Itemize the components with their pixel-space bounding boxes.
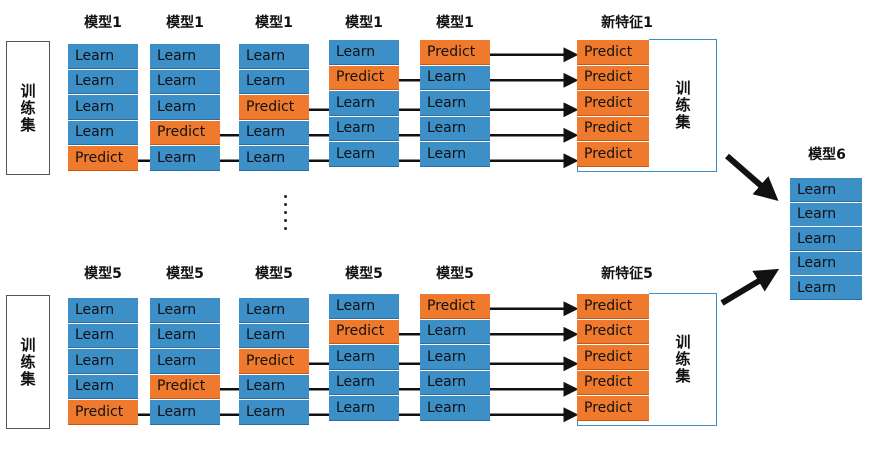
bottom-model-header: 模型5 bbox=[166, 266, 204, 282]
learn-cell: Learn bbox=[329, 344, 399, 370]
learn-cell: Learn bbox=[68, 373, 138, 399]
learn-cell: Learn bbox=[239, 322, 309, 348]
learn-cell: Learn bbox=[68, 322, 138, 348]
predict-cell: Predict bbox=[68, 145, 138, 171]
feature-predict-cell: Predict bbox=[577, 344, 649, 370]
model6-learn-cell: Learn bbox=[790, 177, 862, 202]
predict-cell: Predict bbox=[150, 373, 220, 399]
bottom-training-set-label: 训练集 bbox=[20, 335, 36, 388]
model6-header: 模型6 bbox=[808, 147, 846, 163]
model6-learn-cell: Learn bbox=[790, 275, 862, 300]
feature-predict-cell: Predict bbox=[577, 90, 649, 116]
learn-cell: Learn bbox=[420, 369, 490, 395]
top-training-set-label: 训练集 bbox=[20, 81, 36, 134]
predict-cell: Predict bbox=[239, 94, 309, 120]
learn-cell: Learn bbox=[150, 145, 220, 171]
feature-predict-cell: Predict bbox=[577, 395, 649, 421]
learn-cell: Learn bbox=[150, 322, 220, 348]
learn-cell: Learn bbox=[420, 141, 490, 167]
learn-cell: Learn bbox=[150, 43, 220, 69]
bottom-training-set-box: 训练集 bbox=[6, 295, 50, 429]
predict-cell: Predict bbox=[239, 348, 309, 374]
learn-cell: Learn bbox=[68, 297, 138, 323]
learn-cell: Learn bbox=[239, 43, 309, 69]
feature-predict-cell: Predict bbox=[577, 369, 649, 395]
top-model-header: 模型1 bbox=[166, 15, 204, 31]
learn-cell: Learn bbox=[420, 64, 490, 90]
bottom-model-header: 模型5 bbox=[436, 266, 474, 282]
learn-cell: Learn bbox=[150, 68, 220, 94]
top-feature-training-set-label: 训练集 bbox=[675, 79, 691, 131]
ellipsis-dots bbox=[283, 195, 289, 235]
feature-predict-cell: Predict bbox=[577, 64, 649, 90]
learn-cell: Learn bbox=[68, 119, 138, 145]
learn-cell: Learn bbox=[150, 297, 220, 323]
bottom-model-header: 模型5 bbox=[345, 266, 383, 282]
learn-cell: Learn bbox=[239, 119, 309, 145]
feature-predict-cell: Predict bbox=[577, 318, 649, 344]
learn-cell: Learn bbox=[239, 297, 309, 323]
predict-cell: Predict bbox=[420, 293, 490, 319]
learn-cell: Learn bbox=[420, 344, 490, 370]
learn-cell: Learn bbox=[329, 293, 399, 319]
learn-cell: Learn bbox=[329, 115, 399, 141]
bottom-feature-header: 新特征5 bbox=[601, 266, 653, 282]
predict-cell: Predict bbox=[150, 119, 220, 145]
arrow-to-model6-bottom bbox=[720, 268, 780, 306]
bottom-feature-training-set-label: 训练集 bbox=[675, 333, 691, 385]
top-model-header: 模型1 bbox=[84, 15, 122, 31]
learn-cell: Learn bbox=[420, 318, 490, 344]
learn-cell: Learn bbox=[329, 369, 399, 395]
model6-learn-cell: Learn bbox=[790, 201, 862, 227]
learn-cell: Learn bbox=[68, 43, 138, 69]
arrow-to-model6-top bbox=[725, 153, 779, 201]
predict-cell: Predict bbox=[329, 64, 399, 90]
top-model-header: 模型1 bbox=[436, 15, 474, 31]
bottom-model-header: 模型5 bbox=[255, 266, 293, 282]
bottom-model-header: 模型5 bbox=[84, 266, 122, 282]
learn-cell: Learn bbox=[68, 68, 138, 94]
predict-cell: Predict bbox=[329, 318, 399, 344]
model6-learn-cell: Learn bbox=[790, 226, 862, 251]
learn-cell: Learn bbox=[239, 373, 309, 399]
model6-learn-cell: Learn bbox=[790, 250, 862, 276]
learn-cell: Learn bbox=[420, 115, 490, 141]
feature-predict-cell: Predict bbox=[577, 39, 649, 65]
feature-predict-cell: Predict bbox=[577, 115, 649, 141]
predict-cell: Predict bbox=[68, 399, 138, 425]
top-model-header: 模型1 bbox=[255, 15, 293, 31]
top-model-header: 模型1 bbox=[345, 15, 383, 31]
learn-cell: Learn bbox=[329, 39, 399, 65]
top-training-set-box: 训练集 bbox=[6, 41, 50, 175]
learn-cell: Learn bbox=[68, 348, 138, 374]
learn-cell: Learn bbox=[329, 395, 399, 421]
feature-predict-cell: Predict bbox=[577, 293, 649, 319]
learn-cell: Learn bbox=[150, 348, 220, 374]
learn-cell: Learn bbox=[239, 145, 309, 171]
learn-cell: Learn bbox=[420, 395, 490, 421]
learn-cell: Learn bbox=[150, 399, 220, 425]
learn-cell: Learn bbox=[239, 399, 309, 425]
learn-cell: Learn bbox=[329, 90, 399, 116]
learn-cell: Learn bbox=[420, 90, 490, 116]
learn-cell: Learn bbox=[68, 94, 138, 120]
top-feature-header: 新特征1 bbox=[601, 15, 653, 31]
learn-cell: Learn bbox=[239, 68, 309, 94]
predict-cell: Predict bbox=[420, 39, 490, 65]
feature-predict-cell: Predict bbox=[577, 141, 649, 167]
learn-cell: Learn bbox=[150, 94, 220, 120]
learn-cell: Learn bbox=[329, 141, 399, 167]
